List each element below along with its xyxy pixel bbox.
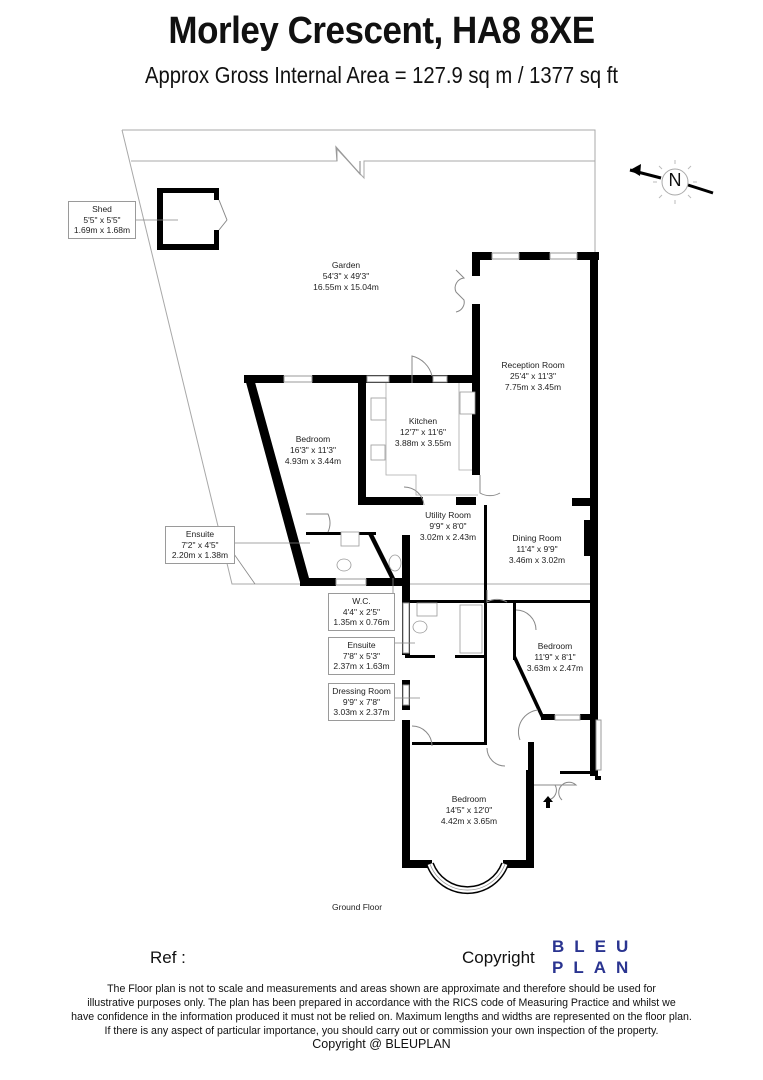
fixtures: [336, 391, 483, 654]
svg-text:3.63m x 2.47m: 3.63m x 2.47m: [527, 663, 583, 673]
garden-boundary: [121, 129, 596, 585]
svg-text:16.55m x 15.04m: 16.55m x 15.04m: [313, 282, 379, 292]
callout-dressing-room: Dressing Room 9'9" x 7'8" 3.03m x 2.37m: [328, 683, 395, 721]
room-label-garden: Garden: [332, 260, 361, 270]
walls: [244, 252, 601, 868]
svg-text:25'4" x 11'3": 25'4" x 11'3": [510, 371, 556, 381]
svg-text:14'5" x 12'0": 14'5" x 12'0": [446, 805, 493, 815]
ref-label: Ref :: [150, 948, 186, 967]
disclaimer-text: The Floor plan is not to scale and measu…: [71, 983, 692, 1037]
callout-wc: W.C. 4'4" x 2'5" 1.35m x 0.76m: [328, 593, 395, 631]
room-label-utility: Utility Room: [425, 510, 471, 520]
room-label-bedroom-1: Bedroom: [296, 434, 331, 444]
callout-ensuite-2: Ensuite 7'8" x 5'3" 2.37m x 1.63m: [328, 637, 395, 675]
shed: [157, 188, 228, 250]
svg-text:4.93m x 3.44m: 4.93m x 3.44m: [285, 456, 341, 466]
plan-title: Morley Crescent, HA8 8XE: [168, 10, 595, 52]
svg-text:7.75m x 3.45m: 7.75m x 3.45m: [505, 382, 561, 392]
entrance-arrow-icon: [543, 796, 553, 808]
svg-text:4.42m x 3.65m: 4.42m x 3.65m: [441, 816, 497, 826]
door-swings: [306, 269, 578, 801]
bleuplan-logo: BLEU PLAN: [552, 937, 639, 977]
room-label-bedroom-3: Bedroom: [452, 794, 487, 804]
room-label-dining: Dining Room: [512, 533, 561, 543]
gross-area-subtitle: Approx Gross Internal Area = 127.9 sq m …: [144, 62, 619, 88]
svg-text:11'4" x 9'9": 11'4" x 9'9": [516, 544, 557, 554]
callout-shed: Shed 5'5" x 5'5" 1.69m x 1.68m: [68, 201, 136, 239]
room-label-kitchen: Kitchen: [409, 416, 438, 426]
copyright-line: Copyright @ BLEUPLAN: [312, 1037, 451, 1051]
svg-text:11'9" x 8'1": 11'9" x 8'1": [534, 652, 575, 662]
break-symbol: [335, 145, 361, 176]
room-label-reception: Reception Room: [501, 360, 564, 370]
room-labels: Garden 54'3" x 49'3" 16.55m x 15.04m Rec…: [285, 260, 583, 826]
svg-text:54'3" x 49'3": 54'3" x 49'3": [323, 271, 370, 281]
svg-text:12'7" x 11'6": 12'7" x 11'6": [400, 427, 446, 437]
north-arrow-icon: [629, 160, 714, 204]
room-label-bedroom-2: Bedroom: [538, 641, 573, 651]
floor-label: Ground Floor: [332, 902, 383, 912]
svg-text:3.46m x 3.02m: 3.46m x 3.02m: [509, 555, 565, 565]
svg-text:3.88m x 3.55m: 3.88m x 3.55m: [395, 438, 451, 448]
windows: [283, 252, 602, 771]
compass-label: N: [668, 170, 682, 190]
svg-text:3.02m x 2.43m: 3.02m x 2.43m: [420, 532, 476, 542]
copyright-label: Copyright: [462, 948, 535, 967]
callout-ensuite-1: Ensuite 7'2" x 4'5" 2.20m x 1.38m: [165, 526, 235, 564]
svg-text:16'3" x 11'3": 16'3" x 11'3": [290, 445, 336, 455]
svg-text:9'9" x 8'0": 9'9" x 8'0": [429, 521, 466, 531]
